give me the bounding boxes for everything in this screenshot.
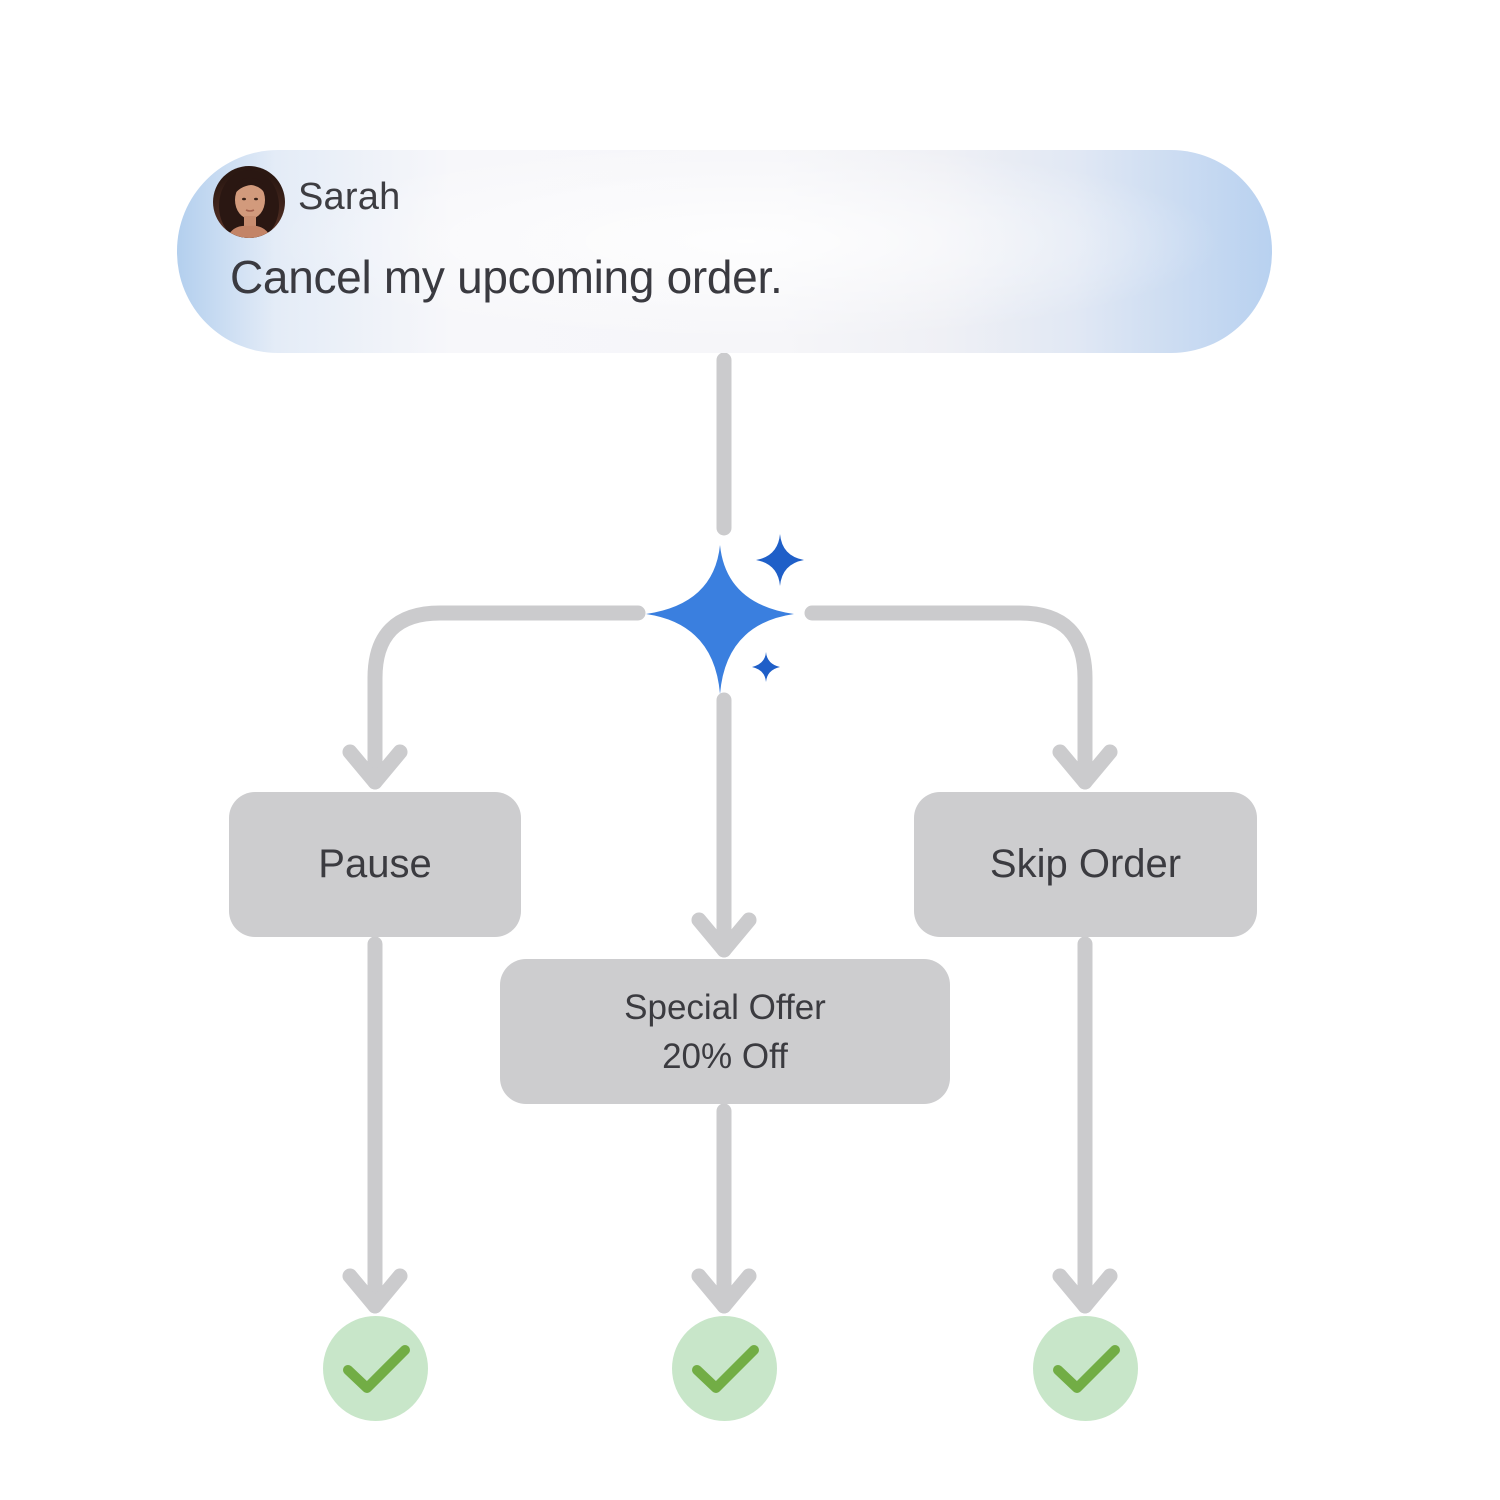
option-special-offer: Special Offer 20% Off	[500, 959, 950, 1104]
arrowhead-pause-done	[342, 1268, 408, 1314]
arrowhead-pause	[342, 744, 408, 790]
sparkle-small-bottom	[752, 652, 780, 682]
option-pause: Pause	[229, 792, 521, 937]
avatar	[213, 166, 285, 238]
connector-ai-to-pause	[367, 605, 646, 790]
arrowhead-offer	[691, 912, 757, 958]
message-text: Cancel my upcoming order.	[230, 251, 783, 303]
sparkle-icon	[646, 534, 804, 694]
option-skip-label: Skip Order	[989, 842, 1182, 886]
checkmark-icon	[672, 1316, 777, 1421]
checkmark-icon	[323, 1316, 428, 1421]
checkmark-icon	[1033, 1316, 1138, 1421]
offer-discount: 20% Off	[662, 1036, 788, 1076]
user-message-bubble	[177, 150, 1272, 353]
arrowhead-offer-done	[691, 1268, 757, 1314]
sender-name: Sarah	[298, 176, 401, 218]
option-skip-order: Skip Order	[914, 792, 1257, 937]
arrowhead-skip-done	[1052, 1268, 1118, 1314]
sparkle-small-top	[756, 534, 804, 586]
option-pause-label: Pause	[318, 842, 432, 886]
arrowhead-skip	[1052, 744, 1118, 790]
connector-ai-to-skip	[804, 605, 1093, 790]
sparkle-large	[646, 545, 794, 694]
offer-title: Special Offer	[624, 987, 826, 1027]
